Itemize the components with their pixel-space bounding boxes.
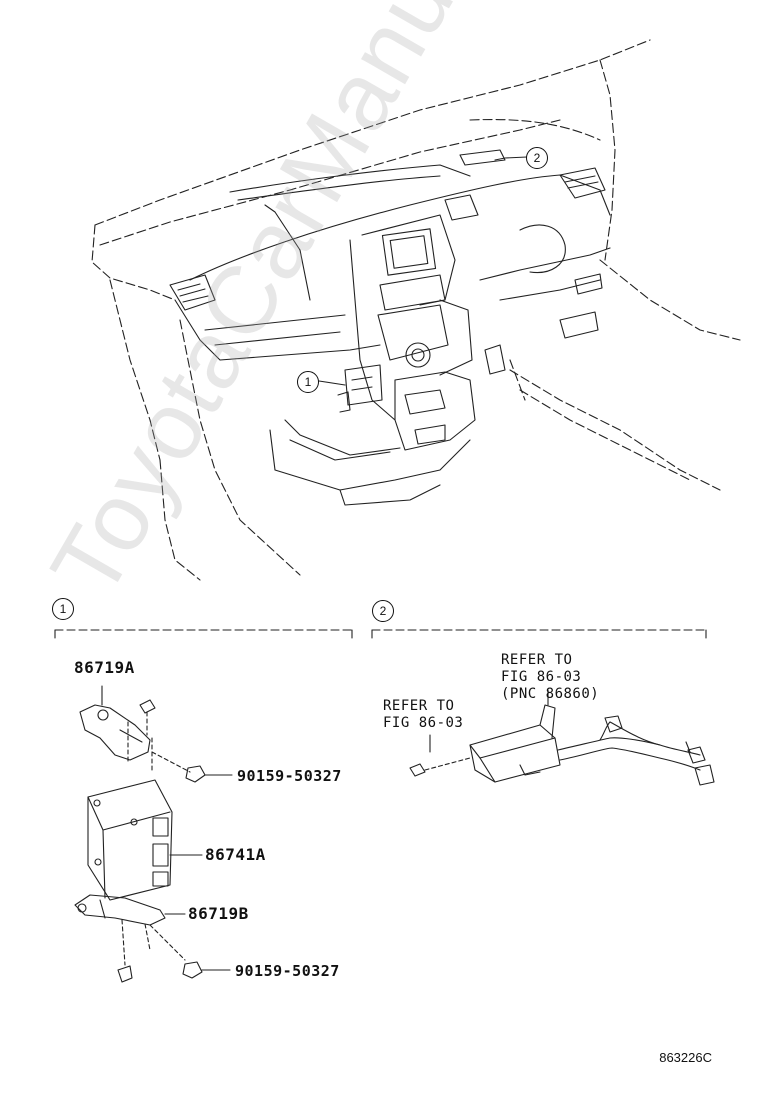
part-label-module: 86741A xyxy=(205,845,266,864)
module-drawing xyxy=(87,779,203,901)
section-2-badge: 2 xyxy=(372,600,394,622)
dashboard-overview xyxy=(91,39,741,581)
reference-left: REFER TO FIG 86-03 xyxy=(383,698,463,732)
part-label-bracket-a: 86719A xyxy=(74,658,135,677)
callout-1-overview: 1 xyxy=(297,371,319,393)
reference-right-line2: FIG 86-03 xyxy=(501,669,582,685)
bracket-a-drawing xyxy=(79,685,233,783)
figure-id: 863226C xyxy=(659,1050,712,1065)
bracket-b-drawing xyxy=(74,894,231,983)
sensor-assembly-drawing xyxy=(409,689,715,786)
part-label-bolt-lower: 90159-50327 xyxy=(235,962,340,980)
part-label-bolt-upper: 90159-50327 xyxy=(237,767,342,785)
reference-right-line3: (PNC 86860) xyxy=(501,686,600,702)
callout-2-overview: 2 xyxy=(526,147,548,169)
reference-right-line1: REFER TO xyxy=(501,652,573,668)
reference-left-line1: REFER TO xyxy=(383,698,455,714)
section-1-badge: 1 xyxy=(52,598,74,620)
reference-left-line2: FIG 86-03 xyxy=(383,715,464,731)
reference-right: REFER TO FIG 86-03 (PNC 86860) xyxy=(501,652,599,703)
part-label-bracket-b: 86719B xyxy=(188,904,249,923)
